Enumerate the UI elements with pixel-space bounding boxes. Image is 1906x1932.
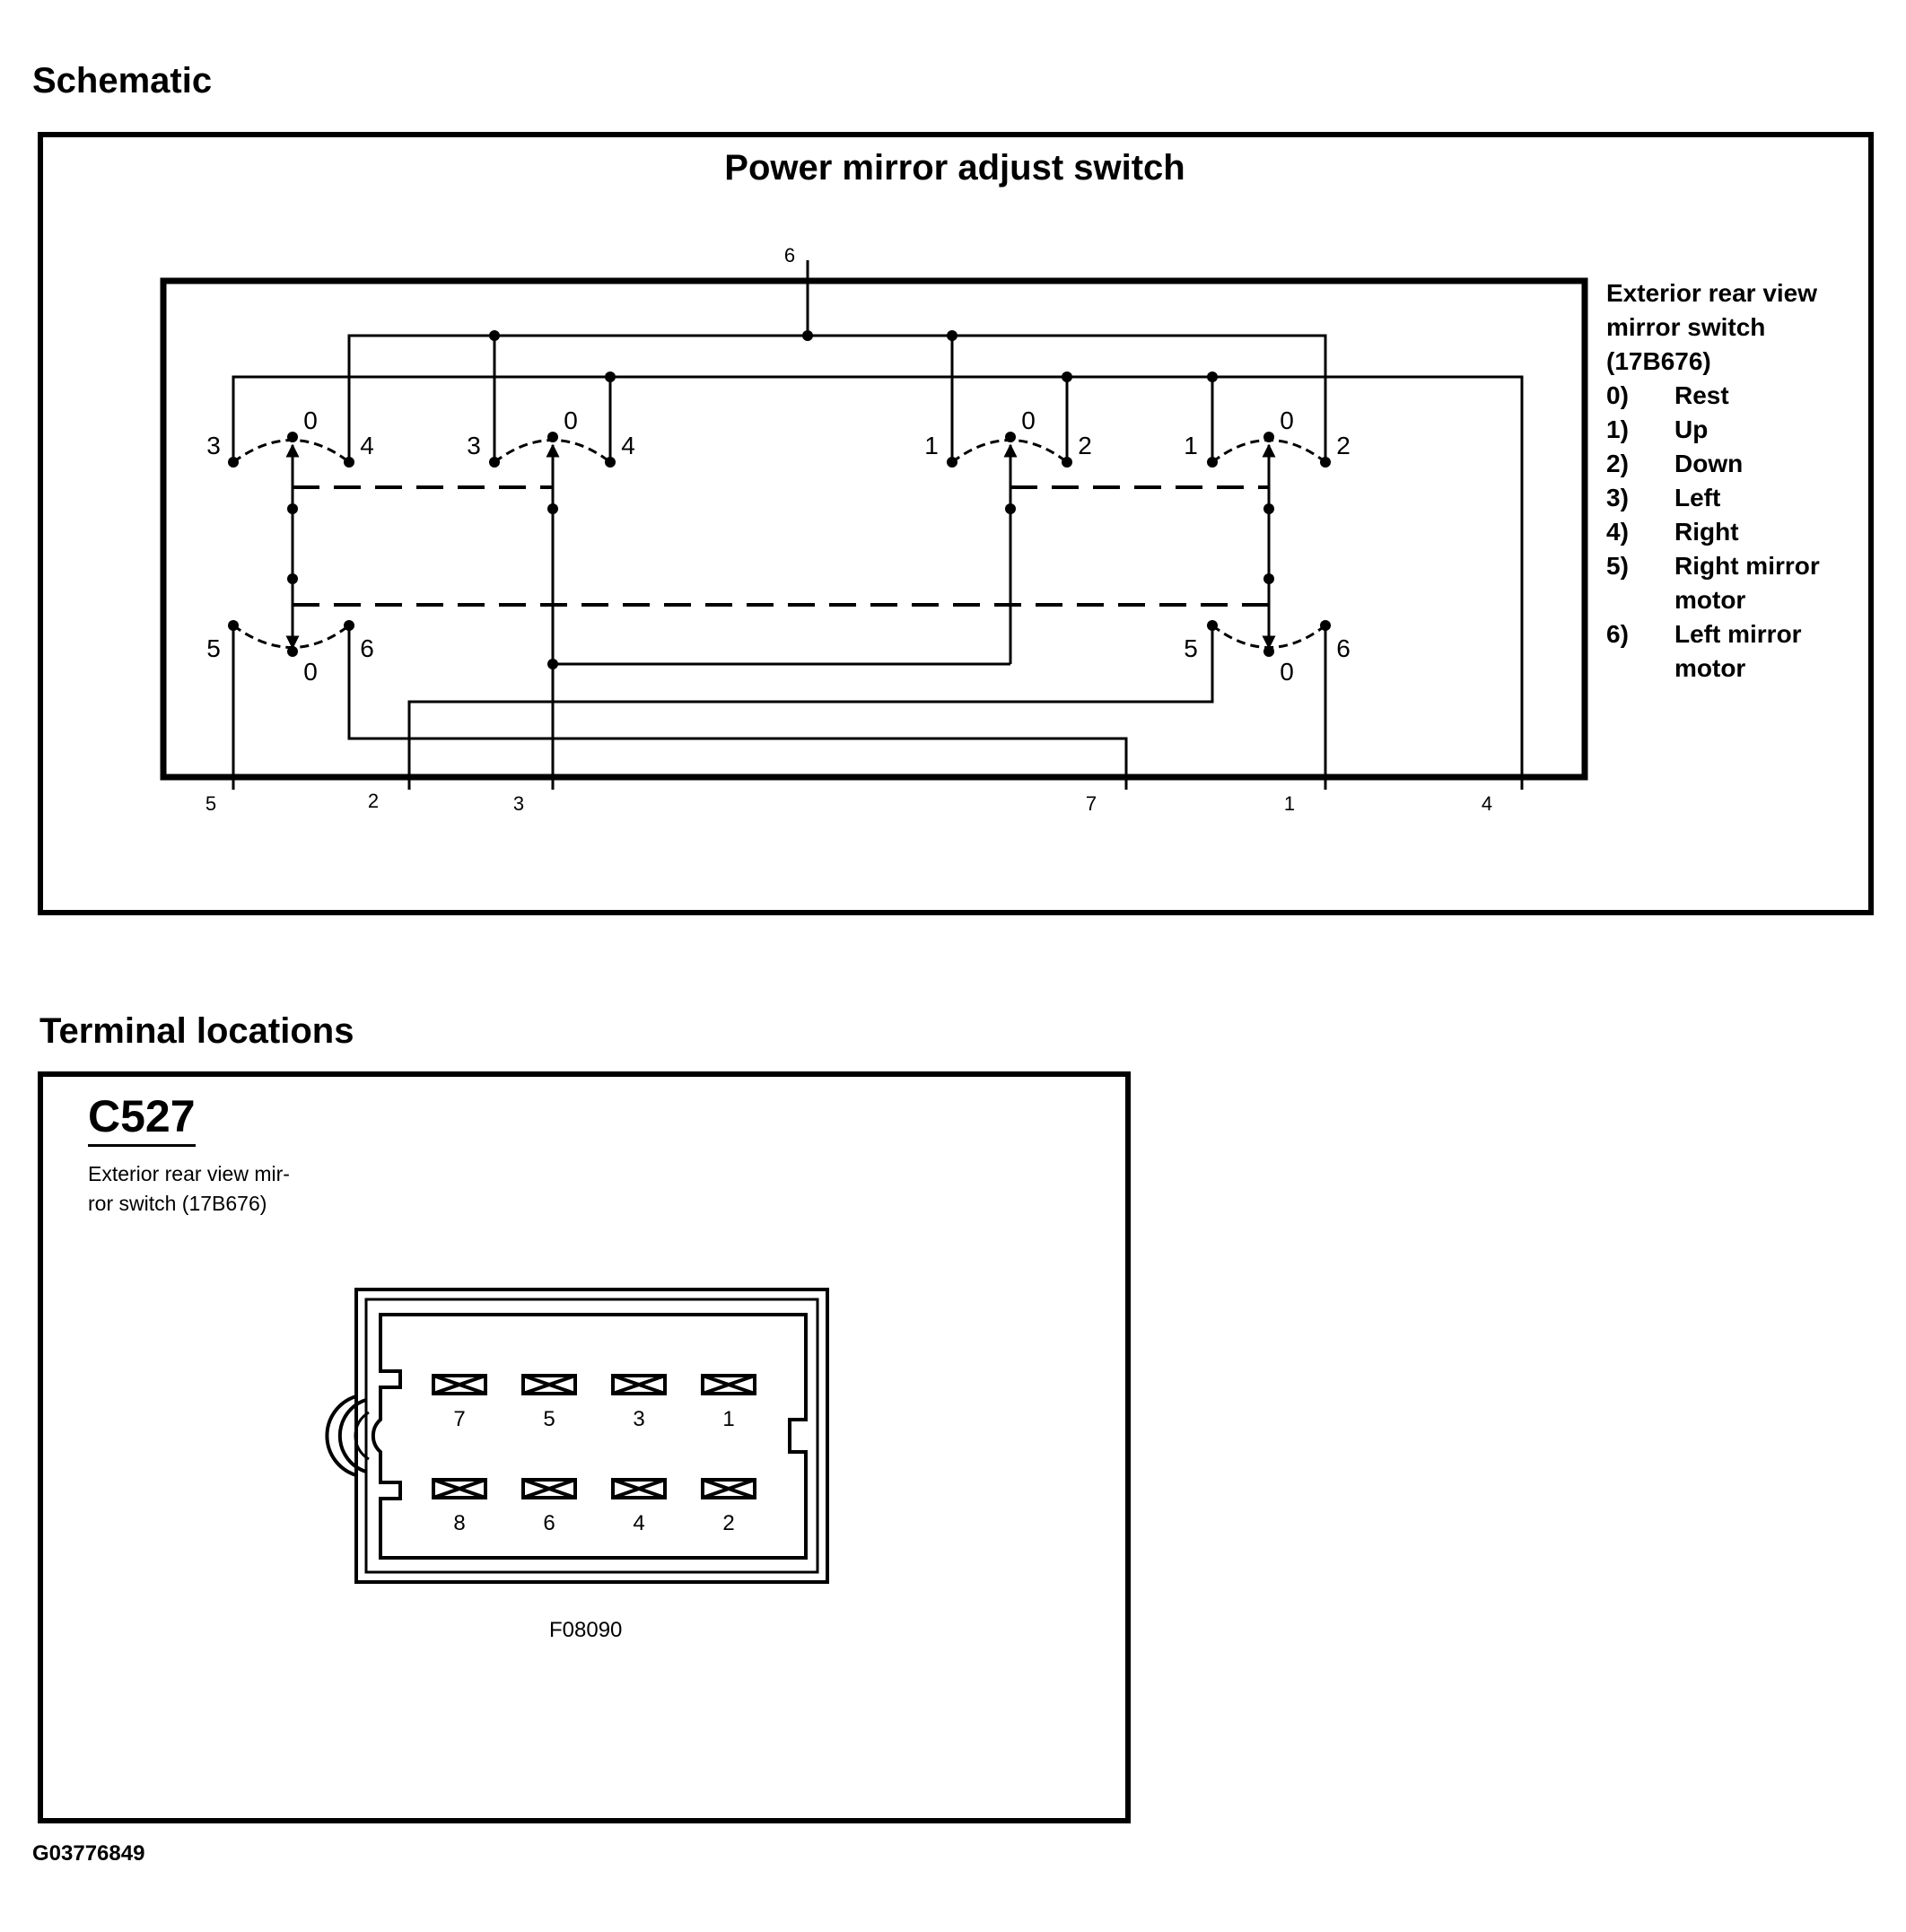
legend-item: 5) Right mirror motor (1606, 549, 1820, 617)
connector-face (325, 1288, 829, 1584)
contact-label-rest: 0 (564, 407, 578, 434)
switch-title: Power mirror adjust switch (724, 148, 1185, 188)
pin-7-icon (432, 1374, 487, 1395)
pin-5-icon (521, 1374, 577, 1395)
pin-number: 4 (633, 1511, 644, 1535)
contact-label-b: 6 (1336, 634, 1351, 662)
pin-number: 1 (722, 1407, 734, 1431)
legend-text-line: motor (1674, 654, 1746, 682)
top-pin-label: 6 (784, 244, 795, 267)
junction-dots (228, 330, 1331, 669)
pin-4-icon (611, 1478, 667, 1499)
legend-heading-line: mirror switch (1606, 313, 1766, 341)
bottom-pin-label: 7 (1086, 792, 1097, 815)
contact-label-rest: 0 (1280, 658, 1294, 686)
legend-text: Left (1674, 484, 1721, 511)
pin-number: 3 (633, 1407, 644, 1431)
legend: Exterior rear view mirror switch (17B676… (1606, 276, 1820, 686)
contact-label-rest: 0 (1021, 407, 1036, 434)
pin-number: 2 (722, 1511, 734, 1535)
connector-id-underline (88, 1144, 196, 1147)
legend-item: 2) Down (1606, 447, 1820, 481)
legend-item: 4) Right (1606, 515, 1820, 549)
schematic-frame (38, 132, 1874, 915)
legend-item: 6) Left mirror motor (1606, 617, 1820, 686)
mechanical-links (293, 485, 1269, 607)
legend-text: Rest (1674, 381, 1729, 409)
pin-number: 5 (543, 1407, 555, 1431)
legend-text: Right (1674, 518, 1739, 546)
pin-1-icon (701, 1374, 756, 1395)
legend-num: 6) (1606, 620, 1629, 648)
pin-3-icon (611, 1374, 667, 1395)
legend-heading-line: (17B676) (1606, 347, 1711, 375)
legend-num: 1) (1606, 415, 1629, 443)
contact-label-b: 2 (1336, 432, 1351, 459)
legend-text: Left mirror motor (1674, 617, 1802, 686)
switch-contacts (232, 439, 1326, 650)
legend-num: 5) (1606, 552, 1629, 580)
connector-description: Exterior rear view mir- ror switch (17B6… (88, 1159, 290, 1219)
connector-id: C527 (88, 1091, 196, 1141)
legend-text-line: motor (1674, 586, 1746, 614)
contact-label-rest: 0 (303, 658, 318, 686)
legend-num: 0) (1606, 381, 1629, 409)
pin-number: 8 (453, 1511, 465, 1535)
bottom-pin-label: 1 (1284, 792, 1295, 815)
legend-item: 1) Up (1606, 413, 1820, 447)
legend-num: 4) (1606, 518, 1629, 546)
legend-text: Right mirror motor (1674, 549, 1820, 617)
connector-description-line: ror switch (17B676) (88, 1192, 267, 1215)
contact-label-a: 5 (1184, 634, 1198, 662)
pin-number: 7 (453, 1407, 465, 1431)
contact-label-b: 4 (621, 432, 635, 459)
legend-item: 3) Left (1606, 481, 1820, 515)
legend-text: Down (1674, 450, 1744, 477)
contact-label-rest: 0 (303, 407, 318, 434)
pin-6-icon (521, 1478, 577, 1499)
figure-code: G03776849 (32, 1841, 145, 1866)
connector-description-line: Exterior rear view mir- (88, 1162, 290, 1185)
switch-housing (160, 277, 1588, 781)
bottom-pin-label: 5 (205, 792, 216, 815)
legend-heading: Exterior rear view mirror switch (17B676… (1606, 276, 1820, 379)
legend-heading-line: Exterior rear view (1606, 279, 1818, 307)
legend-text: Up (1674, 415, 1709, 443)
pin-number: 6 (543, 1511, 555, 1535)
legend-num: 3) (1606, 484, 1629, 511)
part-code: F08090 (549, 1618, 623, 1642)
pin-8-icon (432, 1478, 487, 1499)
connector-pins (432, 1374, 756, 1499)
terminal-section-title: Terminal locations (39, 1011, 354, 1051)
contact-label-b: 6 (360, 634, 374, 662)
legend-item: 0) Rest (1606, 379, 1820, 413)
bottom-pin-label: 2 (368, 790, 379, 812)
pin-2-icon (701, 1478, 756, 1499)
legend-text-line: Left mirror (1674, 620, 1802, 648)
contact-label-a: 3 (206, 432, 221, 459)
legend-text-line: Right mirror (1674, 552, 1820, 580)
bottom-pin-label: 4 (1482, 792, 1492, 815)
contact-label-a: 1 (924, 432, 939, 459)
contact-label-rest: 0 (1280, 407, 1294, 434)
contact-label-a: 1 (1184, 432, 1198, 459)
contact-label-a: 3 (467, 432, 481, 459)
legend-num: 2) (1606, 450, 1629, 477)
wiring (232, 260, 1524, 790)
terminal-frame (38, 1071, 1131, 1823)
schematic-section-title: Schematic (32, 61, 213, 101)
bottom-pin-label: 3 (513, 792, 524, 815)
contact-label-a: 5 (206, 634, 221, 662)
contact-label-b: 2 (1078, 432, 1092, 459)
contact-label-b: 4 (360, 432, 374, 459)
